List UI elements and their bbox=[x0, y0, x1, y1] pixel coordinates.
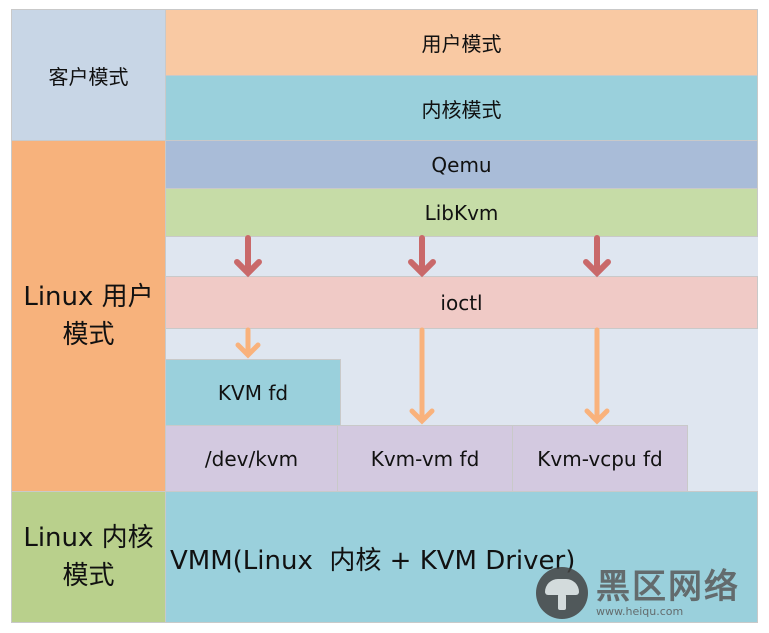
linux-kernel-mode-line1: Linux 内核 bbox=[23, 523, 154, 553]
watermark: 黑区网络 www.heiqu.com bbox=[536, 567, 740, 619]
kvm-vcpu-fd-box: Kvm-vcpu fd bbox=[512, 425, 688, 492]
libkvm-text: LibKvm bbox=[424, 200, 499, 225]
guest-mode-text: 客户模式 bbox=[48, 64, 129, 89]
kvm-fd-box: KVM fd bbox=[165, 359, 341, 426]
arrow-libkvm-ioctl-1 bbox=[234, 235, 262, 278]
watermark-cn-text: 黑区网络 bbox=[596, 566, 740, 607]
ioctl-box: ioctl bbox=[165, 276, 758, 329]
watermark-url-text: www.heiqu.com bbox=[596, 604, 684, 618]
guest-user-mode-text: 用户模式 bbox=[421, 32, 502, 56]
arrow-ioctl-kvm-fd bbox=[235, 327, 261, 359]
guest-user-mode-box: 用户模式 bbox=[165, 9, 758, 76]
linux-user-mode-line1: Linux 用户 bbox=[23, 282, 154, 312]
kvm-vm-fd-box: Kvm-vm fd bbox=[337, 425, 513, 492]
dev-kvm-text: /dev/kvm bbox=[204, 446, 299, 471]
vmm-box: VMM(Linux 内核 + KVM Driver) bbox=[165, 491, 758, 623]
qemu-box: Qemu bbox=[165, 140, 758, 189]
kvm-fd-text: KVM fd bbox=[217, 380, 289, 405]
guest-kernel-mode-text: 内核模式 bbox=[421, 97, 502, 122]
linux-user-mode-line2: 模式 bbox=[62, 320, 115, 350]
ioctl-text: ioctl bbox=[440, 290, 483, 315]
kvm-vcpu-fd-text: Kvm-vcpu fd bbox=[537, 446, 663, 471]
linux-user-mode-label: Linux 用户 模式 bbox=[11, 140, 166, 492]
arrow-libkvm-ioctl-3 bbox=[583, 235, 611, 278]
arrow-libkvm-ioctl-2 bbox=[408, 235, 436, 278]
arrow-ioctl-kvm-vm-fd bbox=[409, 327, 435, 425]
qemu-text: Qemu bbox=[431, 152, 492, 177]
vmm-text: VMM(Linux 内核 + KVM Driver) bbox=[170, 546, 576, 576]
arrow-ioctl-kvm-vcpu-fd bbox=[584, 327, 610, 425]
kvm-vm-fd-text: Kvm-vm fd bbox=[370, 446, 480, 471]
linux-kernel-mode-label: Linux 内核 模式 bbox=[11, 491, 166, 623]
guest-mode-label: 客户模式 bbox=[11, 9, 166, 141]
libkvm-box: LibKvm bbox=[165, 188, 758, 237]
linux-kernel-mode-line2: 模式 bbox=[62, 561, 115, 591]
mushroom-logo-icon bbox=[536, 567, 588, 619]
